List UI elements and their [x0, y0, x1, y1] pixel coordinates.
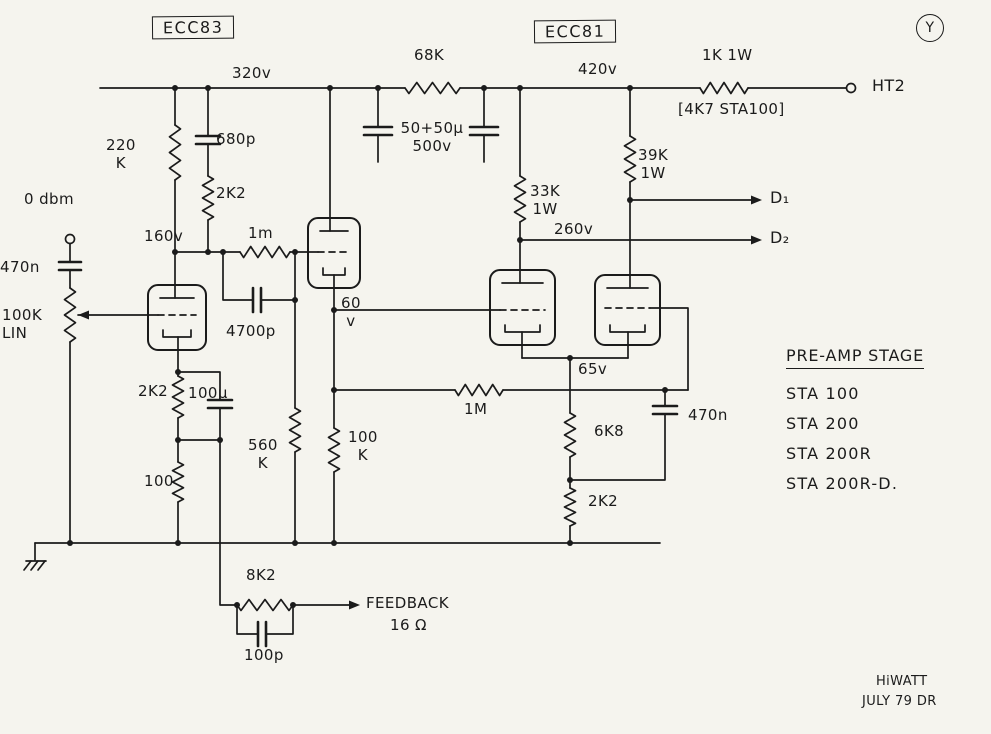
label-1k-1w: 1K 1W	[702, 46, 753, 64]
label-100k-lin: 100K LIN	[2, 306, 43, 342]
label-33k: 33K 1W	[530, 182, 561, 218]
label-d2: D₂	[770, 228, 790, 247]
note-title: PRE-AMP STAGE	[786, 346, 925, 370]
note-model-4: STA 200R-D.	[786, 474, 899, 493]
label-2k2-anode: 2K2	[216, 184, 247, 202]
label-6k8: 6K8	[594, 422, 625, 440]
components	[57, 81, 749, 648]
label-420v: 420v	[578, 60, 618, 78]
label-feedback: FEEDBACK	[366, 594, 449, 612]
label-0dbm: 0 dbm	[24, 190, 74, 208]
note-model-3: STA 200R	[786, 444, 872, 463]
label-1m-feedback: 1M	[464, 400, 488, 418]
label-2k2-cathode: 2K2	[138, 382, 169, 400]
label-100u: 100μ	[188, 384, 228, 402]
label-220k: 220 K	[106, 136, 136, 172]
label-470n-tail: 470n	[688, 406, 728, 424]
tubes	[147, 217, 661, 351]
note-model-2: STA 200	[786, 414, 860, 433]
label-100k: 100 K	[348, 428, 378, 464]
label-ht2: HT2	[872, 76, 906, 95]
label-68k: 68K	[414, 46, 445, 64]
label-filter-caps: 50+50μ 500v	[400, 119, 464, 155]
label-100: 100	[144, 472, 174, 490]
label-560k: 560 K	[248, 436, 278, 472]
label-320v: 320v	[232, 64, 272, 82]
wires	[23, 87, 847, 635]
label-39k: 39K 1W	[638, 146, 669, 182]
label-page-mark: Y	[916, 14, 944, 42]
label-2k2-tail: 2K2	[588, 492, 619, 510]
label-680p: 680p	[216, 130, 256, 148]
signature-line1: HiWATT	[876, 674, 928, 689]
label-8k2: 8K2	[246, 566, 277, 584]
label-470n-input: 470n	[0, 258, 40, 276]
label-ecc81: ECC81	[533, 19, 617, 44]
label-60v: 60 v	[341, 294, 361, 330]
junctions-and-marks	[64, 82, 857, 610]
note-model-1: STA 100	[786, 384, 860, 403]
label-4700p: 4700p	[226, 322, 276, 340]
label-16-ohm: 16 Ω	[390, 616, 427, 634]
label-65v: 65v	[578, 360, 608, 378]
label-4k7-sta100: [4K7 STA100]	[678, 100, 785, 118]
label-1m-coupling: 1m	[248, 224, 273, 242]
label-d1: D₁	[770, 188, 790, 207]
label-ecc83: ECC83	[151, 15, 235, 40]
label-100p: 100p	[244, 646, 284, 664]
label-260v: 260v	[554, 220, 594, 238]
label-160v: 160v	[144, 227, 184, 245]
signature-line2: JULY 79 DR	[862, 694, 937, 709]
